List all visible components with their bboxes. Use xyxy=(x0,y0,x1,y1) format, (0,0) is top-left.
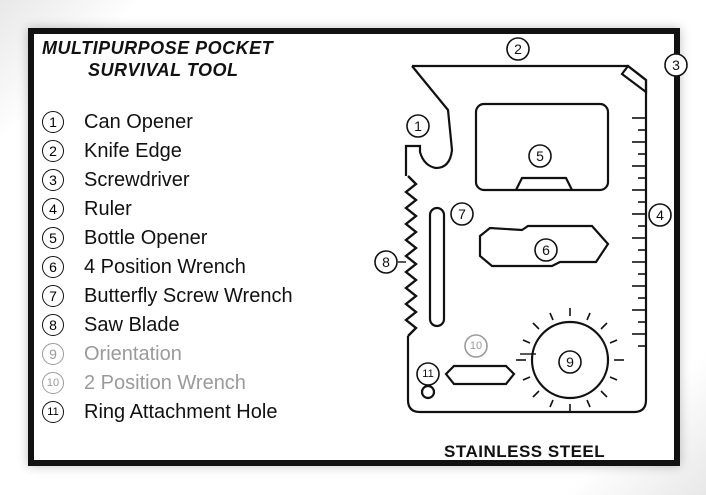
diagram-frame: MULTIPURPOSE POCKET SURVIVAL TOOL 1 Can … xyxy=(28,28,680,466)
callout-5: 5 xyxy=(528,144,552,168)
legend-label: Ruler xyxy=(84,197,132,220)
orientation-compass xyxy=(530,320,610,400)
saw-blade-teeth xyxy=(404,175,418,337)
callout-7: 7 xyxy=(450,202,474,226)
svg-text:1: 1 xyxy=(414,118,422,134)
legend-number: 2 xyxy=(42,140,64,162)
card-outline xyxy=(406,64,648,414)
butterfly-wrench-slot xyxy=(428,206,446,328)
legend-number: 8 xyxy=(42,314,64,336)
material-label: STAINLESS STEEL xyxy=(444,442,606,461)
callout-11: 11 xyxy=(416,362,440,386)
legend-item-can-opener: 1 Can Opener xyxy=(42,108,193,136)
svg-text:9: 9 xyxy=(566,354,574,370)
legend-number: 9 xyxy=(42,343,64,365)
legend-number: 5 xyxy=(42,227,64,249)
legend-number: 6 xyxy=(42,256,64,278)
svg-text:11: 11 xyxy=(422,368,433,380)
svg-text:3: 3 xyxy=(672,57,680,73)
callout-8: 8 xyxy=(374,250,398,274)
ruler-ticks xyxy=(632,117,646,347)
legend-label: Orientation xyxy=(84,342,182,365)
screwdriver-tip xyxy=(620,64,648,95)
legend-label: 2 Position Wrench xyxy=(84,371,246,394)
legend-label: Ring Attachment Hole xyxy=(84,400,278,423)
can-opener-hook xyxy=(404,65,454,176)
legend-item-ruler: 4 Ruler xyxy=(42,195,132,223)
legend-item-ring-attachment-hole: 11 Ring Attachment Hole xyxy=(42,398,277,426)
callout-4: 4 xyxy=(648,203,672,227)
callout-10: 10 xyxy=(464,334,488,358)
legend-number: 10 xyxy=(42,372,64,394)
legend-number: 11 xyxy=(42,401,64,423)
title-line-2: SURVIVAL TOOL xyxy=(88,60,239,80)
svg-text:6: 6 xyxy=(542,242,550,258)
compass-rays xyxy=(516,308,624,412)
legend-label: Can Opener xyxy=(84,110,193,133)
bottle-opener-notch xyxy=(515,176,573,191)
legend-label: Saw Blade xyxy=(84,313,180,336)
bottle-opener-slot xyxy=(474,102,610,192)
legend-number: 1 xyxy=(42,111,64,133)
legend-label: Bottle Opener xyxy=(84,226,208,249)
legend-item-bottle-opener: 5 Bottle Opener xyxy=(42,224,207,252)
legend-item-4-position-wrench: 6 4 Position Wrench xyxy=(42,253,246,281)
svg-text:10: 10 xyxy=(470,340,482,352)
legend-number: 7 xyxy=(42,285,64,307)
legend-number: 3 xyxy=(42,169,64,191)
legend-item-screwdriver: 3 Screwdriver xyxy=(42,166,190,194)
ring-attachment-hole xyxy=(420,384,436,400)
svg-text:2: 2 xyxy=(514,41,522,57)
svg-text:4: 4 xyxy=(656,207,664,223)
two-position-wrench xyxy=(444,364,516,386)
svg-text:7: 7 xyxy=(458,206,466,222)
four-position-wrench xyxy=(478,224,610,268)
svg-text:5: 5 xyxy=(536,148,544,164)
title-line-1: MULTIPURPOSE POCKET xyxy=(42,38,274,58)
legend-item-saw-blade: 8 Saw Blade xyxy=(42,311,180,339)
callout-9: 9 xyxy=(558,350,582,374)
callout-2: 2 xyxy=(506,37,530,61)
callout-1: 1 xyxy=(406,114,430,138)
legend-number: 4 xyxy=(42,198,64,220)
callout-3: 3 xyxy=(664,53,688,77)
legend-label: Butterfly Screw Wrench xyxy=(84,284,293,307)
legend-item-butterfly-screw-wrench: 7 Butterfly Screw Wrench xyxy=(42,282,293,310)
svg-text:8: 8 xyxy=(382,254,390,270)
callout-6: 6 xyxy=(534,238,558,262)
legend-item-orientation: 9 Orientation xyxy=(42,340,182,368)
legend-item-knife-edge: 2 Knife Edge xyxy=(42,137,182,165)
legend-item-2-position-wrench: 10 2 Position Wrench xyxy=(42,369,246,397)
legend-label: 4 Position Wrench xyxy=(84,255,246,278)
legend-label: Screwdriver xyxy=(84,168,190,191)
legend-label: Knife Edge xyxy=(84,139,182,162)
